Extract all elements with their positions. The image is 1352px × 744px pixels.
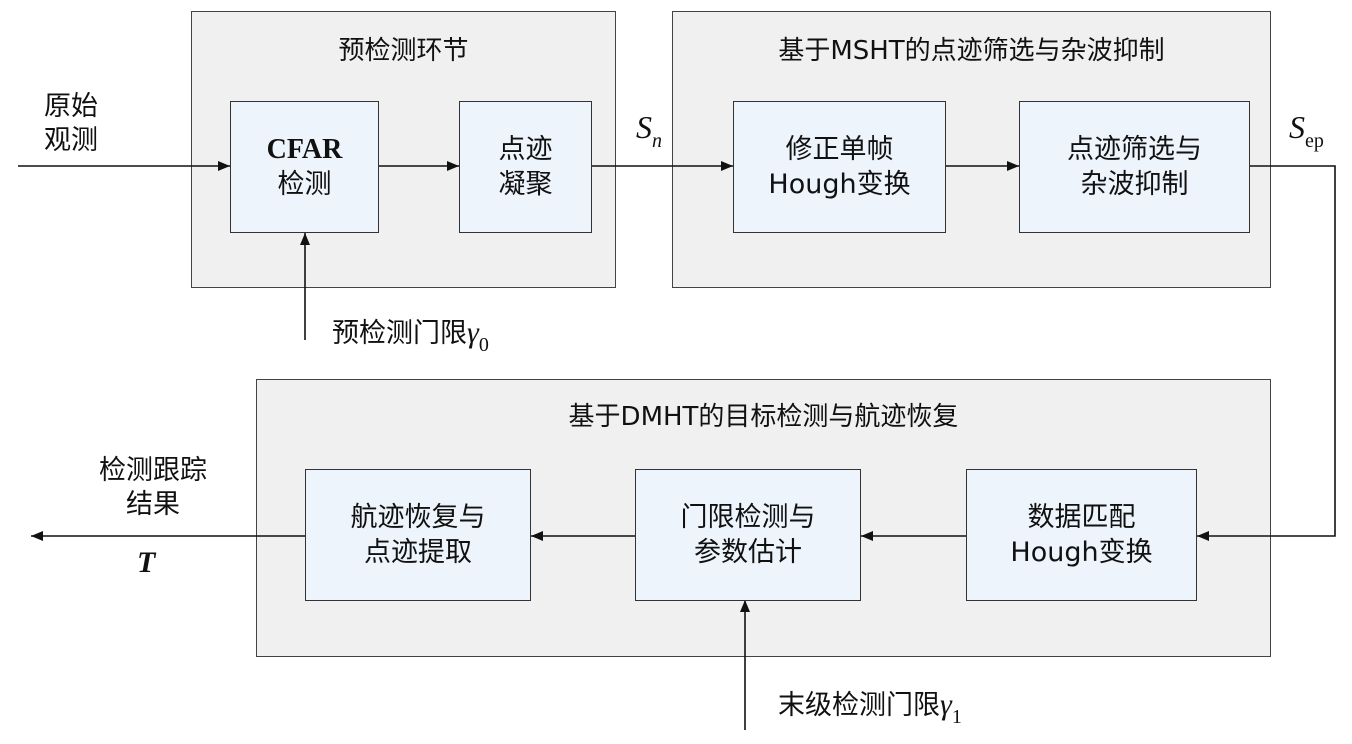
result-symbol: T xyxy=(137,546,156,579)
dmht-group-title: 基于DMHT的目标检测与航迹恢复 xyxy=(568,402,959,432)
result-label-line1: 检测跟踪 xyxy=(99,455,207,486)
gamma0-sub: 0 xyxy=(478,334,489,356)
final-threshold-label: 末级检测门限γ1 xyxy=(778,688,962,728)
sep-sub: ep xyxy=(1305,130,1324,152)
screen-clutter-box: 点迹筛选与 杂波抑制 xyxy=(1019,101,1250,233)
cfar-box-line2: 检测 xyxy=(277,169,332,200)
match-hough-line2: Hough变换 xyxy=(1010,537,1153,568)
point-cluster-box: 点迹 凝聚 xyxy=(459,101,592,233)
result-label: 检测跟踪 结果 xyxy=(88,454,218,522)
screen-box-line2: 杂波抑制 xyxy=(1080,169,1189,200)
threshold-detect-box: 门限检测与 参数估计 xyxy=(635,469,861,601)
gamma1-main: γ xyxy=(940,688,952,721)
threshold-box-line1: 门限检测与 xyxy=(680,502,816,533)
predetect-group-title: 预检测环节 xyxy=(338,36,469,66)
single-hough-line1: 修正单帧 xyxy=(785,134,894,165)
sn-main: S xyxy=(636,109,652,145)
cluster-box-line1: 点迹 xyxy=(498,134,553,165)
gamma0-main: γ xyxy=(467,316,479,349)
raw-observation-label: 原始 观测 xyxy=(44,90,98,158)
sn-sub: n xyxy=(652,130,662,152)
track-box-line1: 航迹恢复与 xyxy=(350,502,486,533)
threshold-box-line2: 参数估计 xyxy=(694,537,802,568)
single-frame-hough-box: 修正单帧 Hough变换 xyxy=(733,101,946,233)
screen-box-line1: 点迹筛选与 xyxy=(1067,134,1202,165)
raw-label-line1: 原始 xyxy=(44,91,98,122)
single-hough-line2: Hough变换 xyxy=(768,169,911,200)
arrow-screen-to-match xyxy=(1197,165,1336,541)
cfar-detect-box: CFAR 检测 xyxy=(230,101,379,233)
gamma1-sub: 1 xyxy=(951,706,962,728)
pre-threshold-label: 预检测门限γ0 xyxy=(332,316,489,356)
pre-threshold-text: 预检测门限 xyxy=(332,318,467,349)
data-match-hough-box: 数据匹配 Hough变换 xyxy=(966,469,1197,601)
sep-main: S xyxy=(1289,109,1305,145)
mssht-group-title: 基于MSHT的点迹筛选与杂波抑制 xyxy=(778,36,1165,66)
cfar-box-line1: CFAR xyxy=(266,134,343,165)
track-box-line2: 点迹提取 xyxy=(364,537,472,568)
cluster-box-line2: 凝聚 xyxy=(498,169,553,200)
raw-label-line2: 观测 xyxy=(44,125,98,156)
sep-label: Sep xyxy=(1289,109,1324,152)
final-threshold-text: 末级检测门限 xyxy=(778,690,940,721)
track-recovery-box: 航迹恢复与 点迹提取 xyxy=(305,469,531,601)
match-hough-line1: 数据匹配 xyxy=(1027,502,1136,533)
sn-label: Sn xyxy=(636,109,662,152)
result-label-line2: 结果 xyxy=(126,489,180,520)
